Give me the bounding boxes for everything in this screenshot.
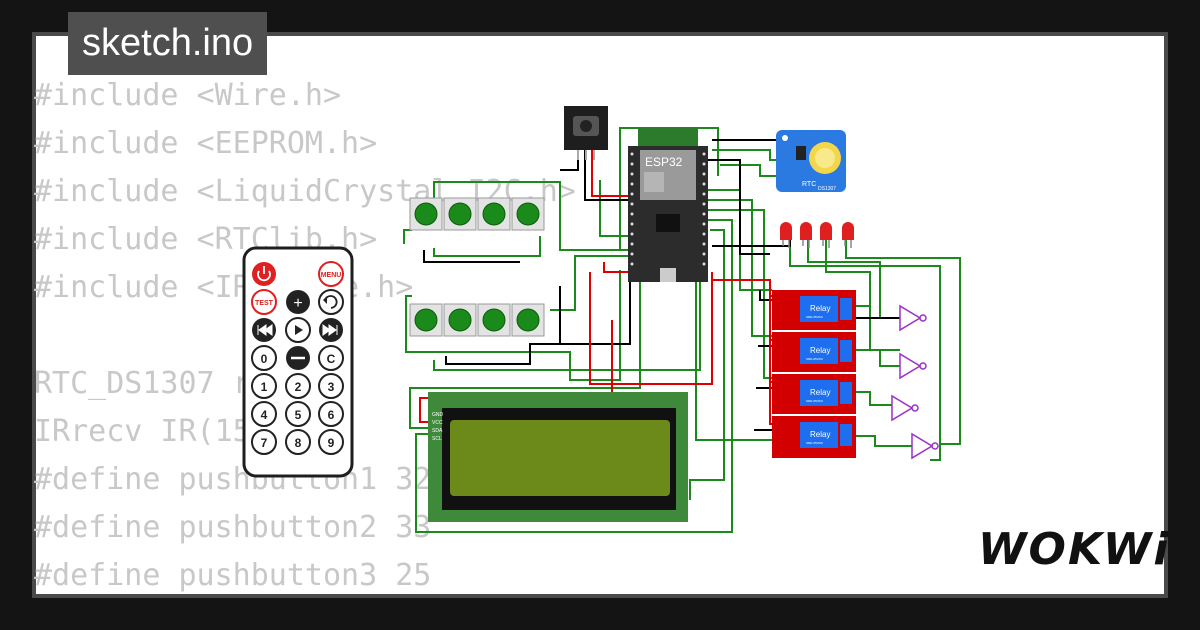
digit-button[interactable]: 4: [251, 401, 277, 427]
relay-module[interactable]: Relay SRD-05VDC: [772, 416, 856, 458]
esp32-board[interactable]: ESP32: [628, 128, 708, 282]
ir-remote[interactable]: MENU TEST + 0 C 1 2 3 4 5 6 7 8 9: [242, 246, 354, 478]
pushbutton[interactable]: [409, 197, 443, 231]
svg-text:1: 1: [261, 380, 268, 394]
pushbutton[interactable]: [409, 303, 443, 337]
play-button[interactable]: [285, 317, 311, 343]
svg-text:MENU: MENU: [321, 272, 342, 279]
code-line: #define pushbutton3 25: [34, 558, 432, 593]
back-button[interactable]: [318, 289, 344, 315]
wokwi-logo: WOKWi: [978, 524, 1171, 575]
minus-button[interactable]: [286, 346, 310, 370]
led[interactable]: [820, 222, 832, 248]
pushbutton[interactable]: [443, 303, 477, 337]
svg-text:TEST: TEST: [255, 300, 274, 307]
svg-text:8: 8: [295, 436, 302, 450]
relay-label: Relay: [810, 304, 830, 313]
led-group: [780, 222, 854, 248]
svg-text:2: 2: [295, 380, 302, 394]
rtc-module[interactable]: RTC DS1307: [776, 130, 846, 192]
digit-button[interactable]: 9: [318, 429, 344, 455]
svg-text:0: 0: [261, 352, 268, 366]
rtc-sublabel: DS1307: [818, 186, 836, 192]
svg-text:5: 5: [295, 408, 302, 422]
digit-button[interactable]: 7: [251, 429, 277, 455]
lcd-pin-label: GND: [432, 412, 444, 418]
prev-button[interactable]: [252, 318, 276, 342]
digit-button[interactable]: 5: [285, 401, 311, 427]
svg-text:C: C: [327, 352, 336, 366]
pushbutton[interactable]: [477, 303, 511, 337]
not-gate[interactable]: [899, 352, 927, 380]
svg-text:6: 6: [328, 408, 335, 422]
led[interactable]: [800, 222, 812, 248]
clear-button[interactable]: C: [318, 345, 344, 371]
code-line: #include <Wire.h>: [34, 78, 342, 113]
not-gate[interactable]: [891, 394, 919, 422]
svg-text:9: 9: [328, 436, 335, 450]
pushbutton[interactable]: [443, 197, 477, 231]
digit-button[interactable]: 8: [285, 429, 311, 455]
digit-button[interactable]: 3: [318, 373, 344, 399]
relay-sublabel: SRD-05VDC: [806, 357, 824, 361]
not-gate[interactable]: [911, 432, 939, 460]
code-line: #include <EEPROM.h>: [34, 126, 378, 161]
ir-receiver[interactable]: [564, 106, 608, 160]
svg-text:+: +: [293, 295, 302, 312]
relay-sublabel: SRD-05VDC: [806, 441, 824, 445]
relay-sublabel: SRD-05VDC: [806, 315, 824, 319]
pushbutton[interactable]: [477, 197, 511, 231]
lcd-pin-label: VCC: [432, 420, 443, 426]
code-line: #define pushbutton2 33: [34, 510, 432, 545]
digit-button[interactable]: 1: [251, 373, 277, 399]
plus-button[interactable]: +: [286, 290, 310, 314]
svg-text:7: 7: [261, 436, 268, 450]
code-line: #include <LiquidCrystal_I2C.h>: [34, 174, 576, 209]
relay-module[interactable]: Relay SRD-05VDC: [772, 290, 856, 330]
rtc-label: RTC: [802, 181, 816, 188]
relay-group: Relay SRD-05VDC Relay SRD-05VDC Relay SR…: [772, 290, 856, 458]
relay-label: Relay: [810, 430, 830, 439]
relay-sublabel: SRD-05VDC: [806, 399, 824, 403]
not-gate-group: [891, 304, 939, 460]
pushbutton-group: [409, 197, 545, 337]
relay-label: Relay: [810, 388, 830, 397]
led[interactable]: [780, 222, 792, 248]
not-gate[interactable]: [899, 304, 927, 332]
relay-label: Relay: [810, 346, 830, 355]
menu-button[interactable]: MENU: [318, 261, 344, 287]
power-button[interactable]: [252, 262, 276, 286]
lcd-pin-label: SCL: [432, 436, 442, 442]
digit-button[interactable]: 0: [251, 345, 277, 371]
digit-button[interactable]: 6: [318, 401, 344, 427]
test-button[interactable]: TEST: [251, 289, 277, 315]
next-button[interactable]: [319, 318, 343, 342]
pushbutton[interactable]: [511, 197, 545, 231]
relay-module[interactable]: Relay SRD-05VDC: [772, 374, 856, 414]
svg-text:3: 3: [328, 380, 335, 394]
lcd-display[interactable]: GND VCC SDA SCL: [428, 392, 688, 522]
esp32-label: ESP32: [645, 155, 683, 169]
svg-text:4: 4: [261, 408, 268, 422]
relay-module[interactable]: Relay SRD-05VDC: [772, 332, 856, 372]
pushbutton[interactable]: [511, 303, 545, 337]
file-tab[interactable]: sketch.ino: [68, 12, 268, 75]
led[interactable]: [842, 222, 854, 248]
lcd-pin-label: SDA: [432, 428, 443, 434]
digit-button[interactable]: 2: [285, 373, 311, 399]
